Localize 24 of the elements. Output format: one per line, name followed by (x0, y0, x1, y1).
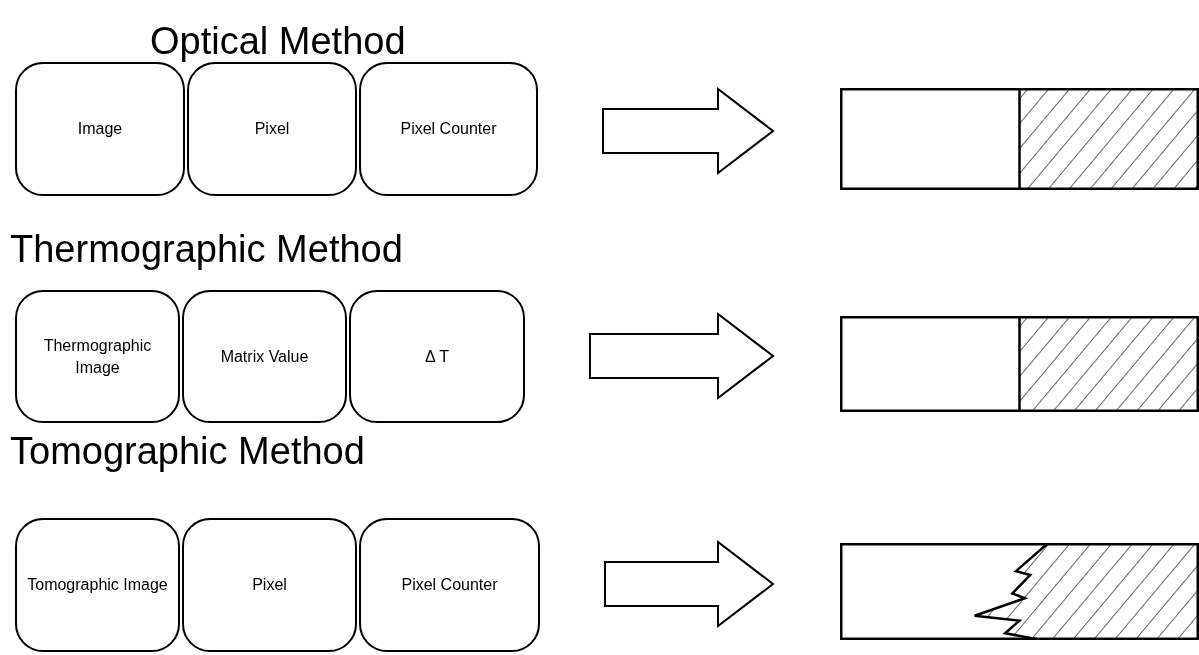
box-label: Thermographic Image (42, 335, 153, 378)
box-label: Pixel (253, 119, 291, 140)
rounded-box (15, 518, 180, 652)
rounded-box (359, 62, 538, 196)
rounded-box (187, 62, 357, 196)
box-label: Δ T (424, 346, 450, 367)
box-label: Image (76, 119, 124, 140)
section-heading: Thermographic Method (10, 230, 403, 268)
box-label: Tomographic Image (26, 575, 169, 596)
rounded-box (15, 290, 180, 423)
block-arrow (602, 87, 775, 175)
box-label: Pixel Counter (400, 575, 499, 596)
block-arrow (604, 540, 775, 628)
rounded-box (359, 518, 540, 652)
section-heading: Optical Method (150, 22, 406, 60)
rounded-box (15, 62, 185, 196)
rounded-box (182, 290, 347, 423)
rounded-box (182, 518, 357, 652)
box-label: Pixel (251, 575, 288, 596)
box-label: Pixel Counter (399, 119, 498, 140)
block-arrow (589, 312, 775, 400)
section-heading: Tomographic Method (10, 432, 365, 470)
rounded-box (349, 290, 525, 423)
box-label: Matrix Value (219, 346, 310, 367)
